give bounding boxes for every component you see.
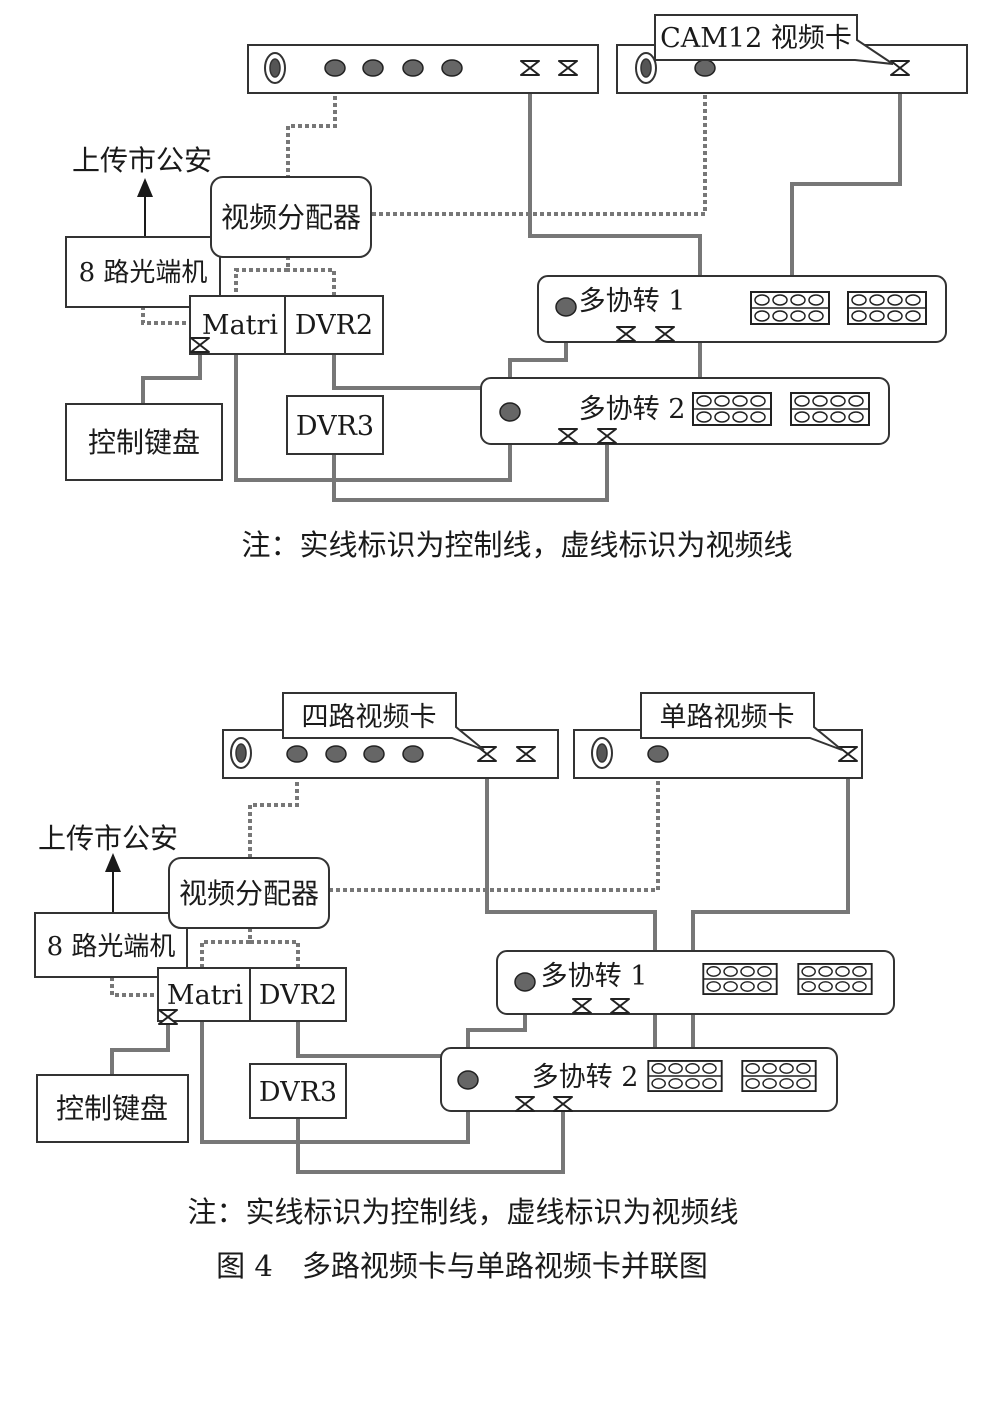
bottom-dvr2-label: DVR2	[259, 980, 337, 1011]
top-control-keyboard	[65, 403, 223, 481]
top-card1-video-out-1	[324, 59, 346, 77]
bottom-dvr3	[249, 1063, 347, 1119]
bottom-splitter-label: 视频分配器	[179, 877, 319, 910]
bottom-protocol-converter-2	[440, 1047, 838, 1112]
bottom-card1-video-out-1	[286, 745, 308, 763]
top-card1-video-out-2	[362, 59, 384, 77]
bottom-quad-card-label: 四路视频卡	[302, 702, 437, 733]
bottom-card2-video-out	[647, 745, 669, 763]
top-conv1-port	[555, 297, 577, 317]
top-dvr3-label: DVR3	[296, 411, 374, 442]
top-legend-note: 注：实线标识为控制线，虚线标识为视频线	[241, 528, 792, 562]
bottom-diagram: 四路视频卡 单路视频卡 上传市公安 8 路光端机 视频分配器 Matri DVR…	[34, 692, 895, 1283]
bottom-matrix-label: Matri	[167, 980, 244, 1011]
top-card1-lens-icon	[264, 52, 286, 84]
top-cam12-callout	[654, 14, 894, 65]
top-conv2-terminal-block-1	[692, 392, 772, 426]
bottom-keyboard-label: 控制键盘	[56, 1092, 168, 1125]
bottom-single-card-callout	[640, 692, 843, 751]
bottom-upload-label: 上传市公安	[38, 822, 178, 855]
top-splitter-label: 视频分配器	[221, 201, 361, 234]
bottom-optical-label: 8 路光端机	[47, 932, 176, 962]
bottom-card1-video-out-4	[402, 745, 424, 763]
top-conv2-label: 多协转 2	[579, 394, 686, 425]
bottom-conv1-label: 多协转 1	[541, 961, 648, 992]
top-protocol-converter-2	[480, 377, 890, 445]
top-card2-lens-icon	[635, 52, 657, 84]
top-matrix	[189, 295, 286, 355]
top-dvr2-label: DVR2	[295, 310, 373, 341]
bottom-control-keyboard	[36, 1074, 189, 1143]
top-upload-label: 上传市公安	[72, 144, 212, 177]
top-video-splitter	[210, 176, 372, 258]
bottom-protocol-converter-1	[496, 950, 895, 1015]
top-conv1-terminal-block-2	[847, 291, 927, 325]
top-diagram: CAM12 视频卡 上传市公安 8 路光端机 视频分配器 Matri DVR2 …	[65, 14, 968, 562]
top-conv2-port	[499, 402, 521, 422]
bottom-optical-transceiver	[34, 912, 188, 978]
bottom-conv1-port	[514, 972, 536, 992]
bottom-quad-card-callout	[282, 692, 485, 751]
top-cam12-label: CAM12 视频卡	[660, 23, 852, 54]
top-protocol-converter-1	[537, 275, 947, 343]
top-card1-video-out-4	[441, 59, 463, 77]
top-dvr2	[284, 295, 384, 355]
top-conv1-label: 多协转 1	[579, 286, 686, 317]
bottom-card1-lens-icon	[230, 737, 252, 769]
top-video-lines	[141, 68, 707, 325]
top-matrix-label: Matri	[202, 310, 279, 341]
bottom-card1-video-out-3	[363, 745, 385, 763]
top-conv2-terminal-block-2	[790, 392, 870, 426]
top-conv1-terminal-block-1	[750, 291, 830, 325]
bottom-conv1-terminal-block-2	[797, 963, 873, 995]
bottom-conv2-terminal-block-2	[741, 1060, 817, 1092]
bottom-conv2-terminal-block-1	[647, 1060, 723, 1092]
bottom-dvr3-label: DVR3	[259, 1077, 337, 1108]
bottom-conv2-port	[457, 1070, 479, 1090]
bottom-video-lines	[110, 754, 660, 997]
bottom-video-splitter	[168, 857, 330, 929]
top-dvr3	[286, 395, 384, 455]
bottom-conv2-label: 多协转 2	[532, 1062, 639, 1093]
bottom-conv1-terminal-block-1	[702, 963, 778, 995]
bottom-card2-lens-icon	[591, 737, 613, 769]
bottom-dvr2	[249, 967, 347, 1022]
top-card1-video-out-3	[402, 59, 424, 77]
top-card2-video-out	[694, 59, 716, 77]
bottom-single-card-label: 单路视频卡	[660, 702, 795, 733]
bottom-card1-video-out-2	[325, 745, 347, 763]
figure-caption: 图 4 多路视频卡与单路视频卡并联图	[216, 1249, 708, 1283]
bottom-legend-note: 注：实线标识为控制线，虚线标识为视频线	[187, 1195, 738, 1229]
top-keyboard-label: 控制键盘	[88, 426, 200, 459]
top-optical-label: 8 路光端机	[79, 258, 208, 288]
